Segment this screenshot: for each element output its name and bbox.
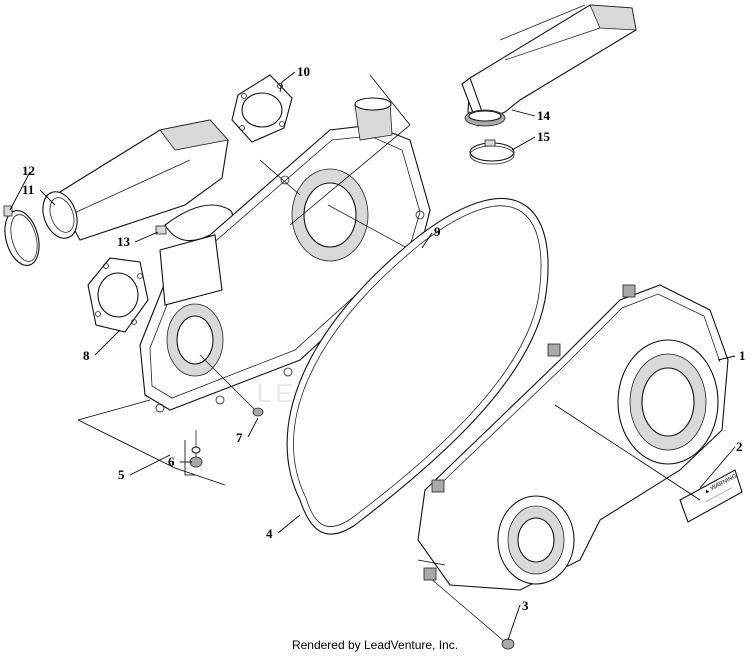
callout-8: 8 [83,348,90,363]
warning-decal-part-2: ▲ WARNING —————— [679,469,743,523]
callout-5: 5 [118,467,125,482]
outer-clutch-cover-part-1 [417,284,729,591]
callout-6: 6 [168,454,175,469]
callout-10: 10 [297,64,310,79]
gasket-part-8 [87,257,149,333]
inner-clutch-cover [139,97,431,413]
callout-15: 15 [537,129,551,144]
render-credit-footer: Rendered by LeadVenture, Inc. [291,638,459,652]
intake-duct-boot-part-11 [42,119,229,241]
bolt-part-3 [429,577,515,650]
callout-3: 3 [522,598,529,613]
bolt-part-7 [199,354,264,417]
air-duct-outlet-part-14 [461,4,637,127]
callout-13: 13 [117,234,131,249]
drive-belt-part-4 [286,198,549,535]
callout-labels: 1 2 3 4 5 6 7 8 9 10 11 12 13 14 15 [22,64,746,613]
callout-1: 1 [739,348,746,363]
callout-14: 14 [537,108,551,123]
callout-11: 11 [22,182,34,197]
callout-leaders [9,71,736,641]
hose-clamp-part-15 [469,139,515,165]
callout-7: 7 [236,430,243,445]
callout-12: 12 [22,163,35,178]
callout-4: 4 [266,526,273,541]
assembly-bracket-lines [77,74,701,566]
callout-9: 9 [434,224,441,239]
drain-plug-part-6 [189,430,203,468]
callout-2: 2 [736,439,743,454]
hose-clamp-part-12 [3,205,40,266]
gasket-part-10 [231,74,293,143]
